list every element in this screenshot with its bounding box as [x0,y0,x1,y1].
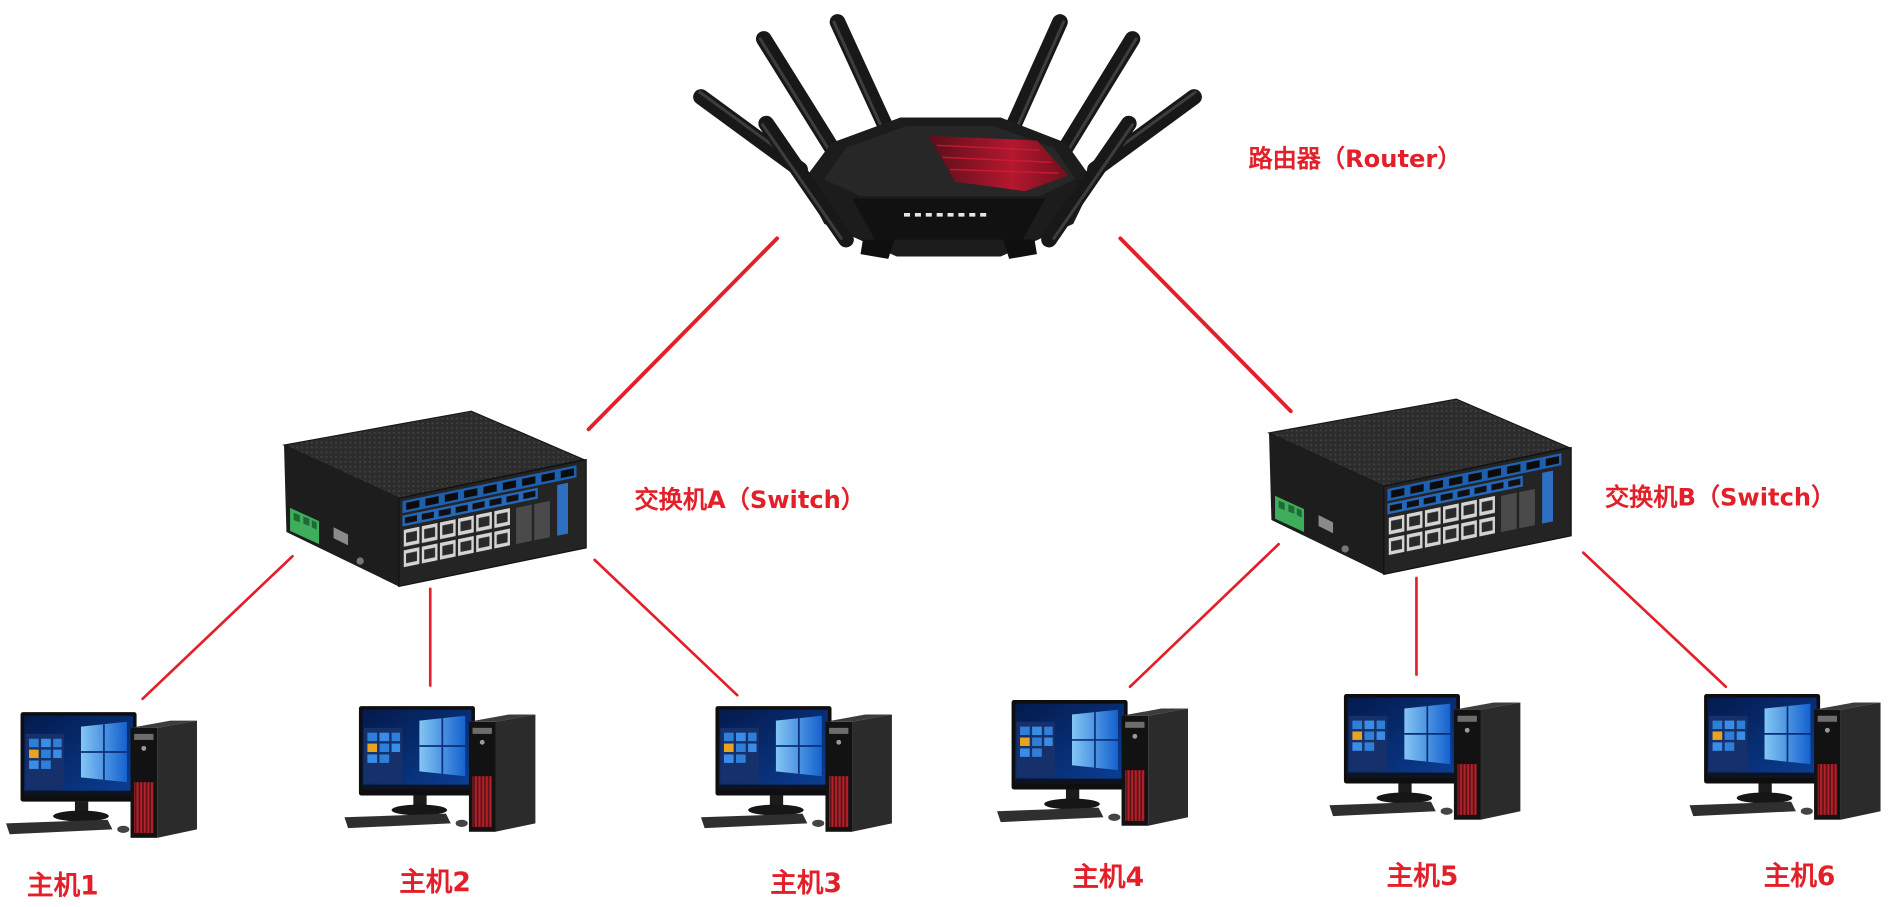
host-4-label: 主机4 [1072,862,1144,893]
router-front-panel [852,198,1046,240]
host-2-label: 主机2 [399,867,471,898]
switch-a-icon [283,410,587,588]
link-router-switch-a [586,236,780,432]
switch-a-label: 交换机A（Switch） [635,486,866,514]
host-2-computer-icon [343,705,537,833]
host-1-computer-icon [5,711,198,839]
link-switch-a-host-1 [141,554,294,701]
network-links [141,236,1728,701]
host-1-label: 主机1 [27,871,99,902]
router-label: 路由器（Router） [1248,145,1461,173]
host-6-label: 主机6 [1764,861,1836,892]
router-icon [693,14,1202,259]
host-4-computer-icon [996,699,1189,827]
link-switch-b-host-6 [1581,551,1728,689]
host-3-computer-icon [700,705,893,833]
switch-b-label: 交换机B（Switch） [1605,483,1835,511]
link-switch-b-host-4 [1128,542,1280,689]
host-6-computer-icon [1688,693,1882,821]
link-switch-a-host-3 [593,558,739,697]
link-router-switch-b [1118,236,1293,414]
switch-b-icon [1268,398,1572,575]
router-status-leds [904,212,987,217]
host-5-computer-icon [1328,693,1522,821]
host-3-label: 主机3 [770,868,842,899]
host-5-label: 主机5 [1387,861,1459,892]
